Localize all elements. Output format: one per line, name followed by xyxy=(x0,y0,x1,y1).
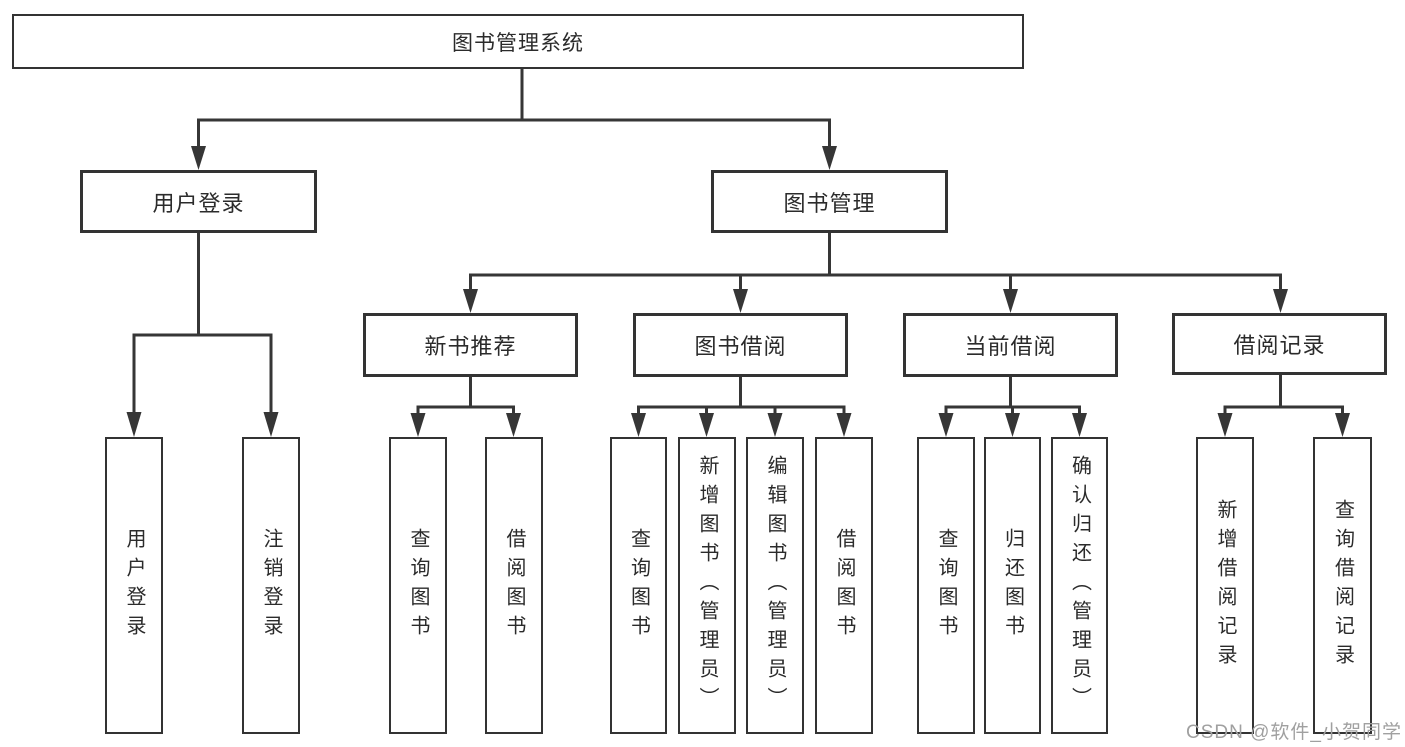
leaf-recommend-query-book-label: 查询图书 xyxy=(407,527,429,644)
leaf-current-confirm-return: 确认归还（管理员） xyxy=(1051,437,1108,734)
leaf-current-confirm-return-label: 确认归还（管理员） xyxy=(1068,455,1091,716)
leaf-borrow-add-book: 新增图书（管理员） xyxy=(678,437,736,734)
node-book-management: 图书管理 xyxy=(711,170,948,233)
leaf-borrow-add-book-label: 新增图书（管理员） xyxy=(696,455,718,716)
leaf-logout: 注销登录 xyxy=(242,437,300,734)
leaf-current-query-book-label: 查询图书 xyxy=(935,527,957,644)
leaf-borrow-edit-book-label: 编辑图书（管理员） xyxy=(764,455,786,716)
leaf-logout-label: 注销登录 xyxy=(260,527,282,644)
leaf-current-return-book-label: 归还图书 xyxy=(1001,527,1024,644)
leaf-recommend-query-book: 查询图书 xyxy=(389,437,447,734)
leaf-current-query-book: 查询图书 xyxy=(917,437,975,734)
leaf-user-login-label: 用户登录 xyxy=(123,527,145,644)
node-current-borrow: 当前借阅 xyxy=(903,313,1118,377)
node-book-borrow: 图书借阅 xyxy=(633,313,848,377)
leaf-borrow-query-book: 查询图书 xyxy=(610,437,667,734)
leaf-record-query: 查询借阅记录 xyxy=(1313,437,1372,734)
leaf-borrow-borrow-book-label: 借阅图书 xyxy=(833,527,855,644)
leaf-record-query-label: 查询借阅记录 xyxy=(1331,498,1354,673)
node-root: 图书管理系统 xyxy=(12,14,1024,69)
node-new-book-recommend: 新书推荐 xyxy=(363,313,578,377)
watermark: CSDN @软件_小贺同学 xyxy=(1186,722,1402,743)
node-borrow-record: 借阅记录 xyxy=(1172,313,1387,375)
leaf-user-login: 用户登录 xyxy=(105,437,163,734)
leaf-current-return-book: 归还图书 xyxy=(984,437,1041,734)
leaf-borrow-borrow-book: 借阅图书 xyxy=(815,437,873,734)
leaf-recommend-borrow-book-label: 借阅图书 xyxy=(503,527,525,644)
leaf-record-add: 新增借阅记录 xyxy=(1196,437,1254,734)
leaf-recommend-borrow-book: 借阅图书 xyxy=(485,437,543,734)
leaf-borrow-edit-book: 编辑图书（管理员） xyxy=(746,437,804,734)
node-user-login: 用户登录 xyxy=(80,170,317,233)
leaf-borrow-query-book-label: 查询图书 xyxy=(627,527,650,644)
leaf-record-add-label: 新增借阅记录 xyxy=(1214,498,1236,673)
